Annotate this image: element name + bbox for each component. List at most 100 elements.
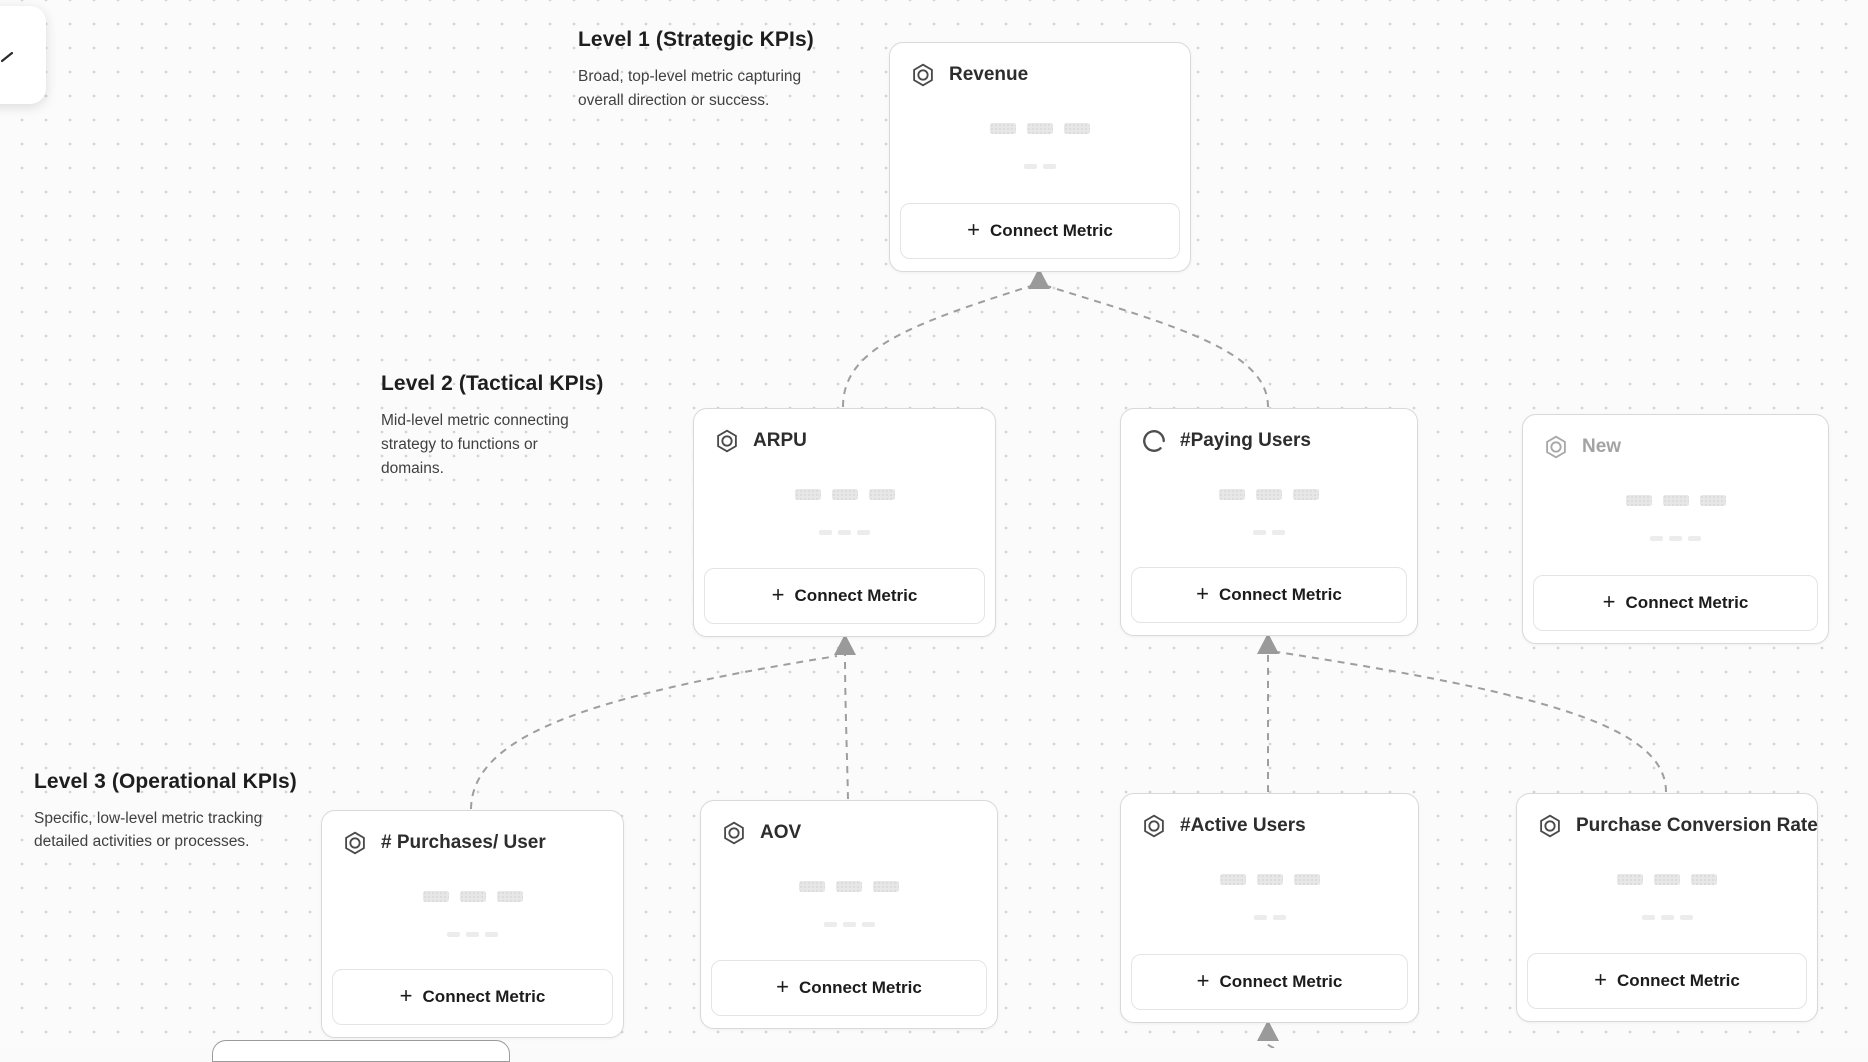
metric-card-arpu[interactable]: ARPU + Connect Metric (693, 408, 996, 637)
skeleton-row (1121, 489, 1417, 500)
connect-metric-button[interactable]: + Connect Metric (1131, 954, 1408, 1010)
card-title: Purchase Conversion Rate (1576, 815, 1818, 836)
metric-card-new[interactable]: New + Connect Metric (1522, 414, 1829, 644)
skeleton-bar (1650, 536, 1663, 541)
skeleton-bar (1699, 495, 1726, 506)
skeleton-bar (1679, 915, 1693, 920)
metric-card-partial-bottom[interactable] (212, 1040, 510, 1062)
connect-metric-button[interactable]: + Connect Metric (711, 960, 987, 1016)
card-header: #Active Users (1121, 794, 1418, 839)
level-1-heading-block: Level 1 (Strategic KPIs) Broad, top-leve… (578, 28, 828, 113)
skeleton-bar (1669, 536, 1682, 541)
skeleton-bar (836, 881, 862, 892)
connect-metric-button[interactable]: + Connect Metric (1527, 953, 1807, 1009)
card-title: #Active Users (1180, 815, 1306, 836)
skeleton-bar (1027, 123, 1053, 134)
skeleton-bar (799, 881, 825, 892)
metric-card-active-users[interactable]: #Active Users + Connect Metric (1120, 793, 1419, 1023)
connector-purchases-arpu (470, 655, 838, 810)
connect-metric-button[interactable]: + Connect Metric (1533, 575, 1818, 631)
skeleton-row (701, 922, 997, 927)
card-title: AOV (760, 822, 802, 843)
connect-metric-button[interactable]: + Connect Metric (900, 203, 1180, 259)
level-2-title: Level 2 (Tactical KPIs) (381, 372, 604, 395)
metric-card-aov[interactable]: AOV + Connect Metric (700, 800, 998, 1029)
metric-card-revenue[interactable]: Revenue + Connect Metric (889, 42, 1191, 272)
plus-icon: + (1196, 968, 1210, 993)
corner-toolbar-panel[interactable] (0, 6, 46, 104)
skeleton-bar (990, 123, 1016, 134)
skeleton-bar (496, 891, 523, 902)
skeleton-bar (794, 489, 821, 500)
plus-icon: + (399, 983, 413, 1008)
metric-hexagon-icon (1141, 813, 1167, 839)
plus-icon: + (967, 217, 981, 242)
level-3-heading-block: Level 3 (Operational KPIs) Specific, low… (34, 770, 297, 853)
skeleton-bar (485, 932, 498, 937)
skeleton-bar (819, 530, 832, 535)
skeleton-bar (831, 489, 858, 500)
connector-payingusers-revenue (1046, 285, 1269, 408)
skeleton-bar (842, 922, 856, 927)
skeleton-bar (1219, 874, 1246, 885)
level-1-title: Level 1 (Strategic KPIs) (578, 28, 814, 51)
skeleton-bar (861, 922, 875, 927)
card-header: # Purchases/ User (322, 811, 623, 856)
connect-metric-button[interactable]: + Connect Metric (704, 568, 985, 624)
level-2-description: Mid-level metric connecting strategy to … (381, 412, 569, 477)
card-header: AOV (701, 801, 997, 846)
skeleton-bar (838, 530, 851, 535)
skeleton-row (1517, 874, 1817, 885)
connector-arpu-revenue (842, 285, 1032, 408)
card-header: New (1523, 415, 1828, 460)
skeleton-bar (1660, 915, 1674, 920)
skeleton-row (701, 881, 997, 892)
card-title: #Paying Users (1180, 430, 1311, 451)
card-header: #Paying Users (1121, 409, 1417, 454)
skeleton-row (1121, 530, 1417, 535)
skeleton-bar (857, 530, 870, 535)
level-1-description: Broad, top-level metric capturing overal… (578, 68, 802, 109)
skeleton-bar (1024, 164, 1037, 169)
metric-hexagon-icon (1537, 813, 1563, 839)
skeleton-bar (466, 932, 479, 937)
metric-card-purchases-per-user[interactable]: # Purchases/ User + Connect Metric (321, 810, 624, 1038)
arrowhead-into-payingusers (1257, 633, 1279, 654)
skeleton-bar (1293, 874, 1320, 885)
skeleton-bar (1253, 915, 1267, 920)
connect-metric-label: Connect Metric (1219, 972, 1343, 991)
skeleton-row (890, 123, 1190, 134)
card-header: Purchase Conversion Rate (1517, 794, 1818, 839)
skeleton-row (1523, 536, 1828, 541)
metric-card-paying-users[interactable]: #Paying Users + Connect Metric (1120, 408, 1418, 636)
connect-metric-label: Connect Metric (1625, 593, 1749, 612)
level-3-description: Specific, low-level metric tracking deta… (34, 810, 263, 850)
connect-metric-label: Connect Metric (799, 978, 922, 997)
connect-metric-label: Connect Metric (794, 586, 918, 605)
metric-hexagon-icon (1543, 434, 1569, 460)
skeleton-bar (1662, 495, 1689, 506)
arrowhead-into-arpu (834, 634, 856, 655)
connect-metric-button[interactable]: + Connect Metric (1131, 567, 1407, 623)
metric-card-purchase-conversion-rate[interactable]: Purchase Conversion Rate + Connect Metri… (1516, 793, 1818, 1022)
skeleton-bar (1043, 164, 1056, 169)
skeleton-bar (1641, 915, 1655, 920)
metric-hexagon-icon (721, 820, 747, 846)
plus-icon: + (1196, 581, 1210, 606)
connect-metric-label: Connect Metric (422, 987, 546, 1006)
skeleton-row (322, 932, 623, 937)
cursor-icon (0, 51, 14, 63)
skeleton-row (322, 891, 623, 902)
skeleton-row (1523, 495, 1828, 506)
skeleton-bar (422, 891, 449, 902)
connector-aov-arpu (844, 654, 849, 800)
skeleton-row (1121, 915, 1418, 920)
skeleton-bar (873, 881, 899, 892)
skeleton-bar (1272, 915, 1286, 920)
skeleton-bar (1625, 495, 1652, 506)
level-3-title: Level 3 (Operational KPIs) (34, 770, 297, 793)
arrowhead-into-activeusers (1257, 1020, 1279, 1041)
connect-metric-label: Connect Metric (1219, 585, 1342, 604)
connect-metric-button[interactable]: + Connect Metric (332, 969, 613, 1025)
